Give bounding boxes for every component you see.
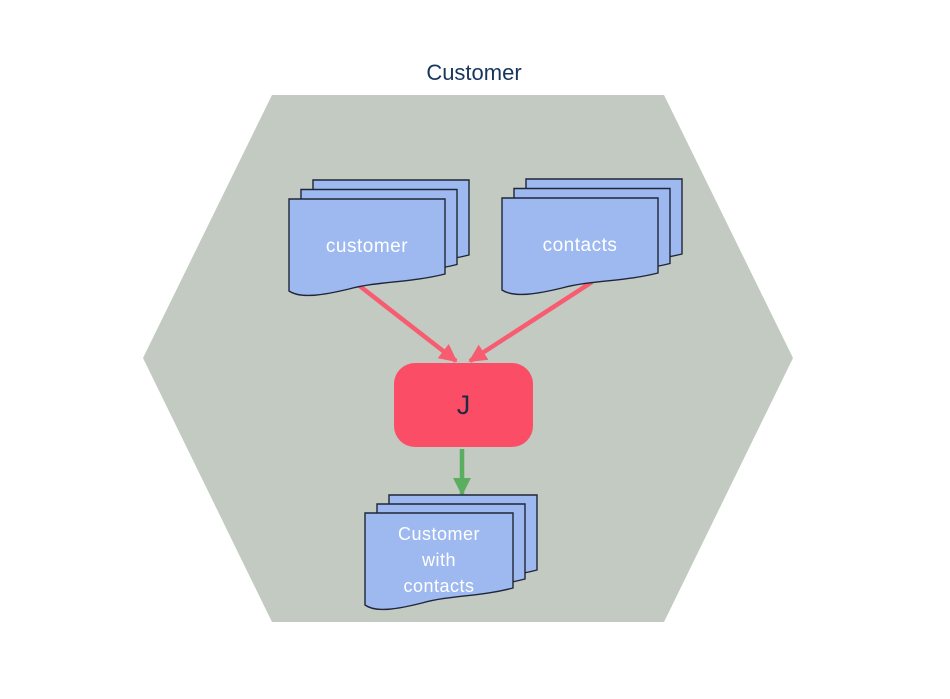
diagram-title: Customer — [426, 60, 521, 85]
edge-customer-to-join — [350, 278, 458, 363]
edge-contacts-to-join — [468, 280, 594, 363]
document-sheet-front — [288, 198, 446, 297]
output-label-line2: with — [421, 550, 456, 570]
document-sheet-front — [501, 197, 659, 296]
node-source-customer[interactable]: customer — [288, 179, 470, 297]
node-output-customer-with-contacts[interactable]: Customer with contacts — [364, 494, 538, 611]
node-join[interactable]: J — [394, 363, 533, 447]
source-customer-label: customer — [326, 236, 408, 257]
output-label-line1: Customer — [398, 524, 480, 544]
document-sheet-front — [364, 512, 514, 611]
join-node-shape — [394, 363, 533, 447]
source-contacts-label: contacts — [543, 235, 618, 256]
output-label-line3: contacts — [403, 576, 474, 596]
join-node-label: J — [457, 390, 471, 420]
node-source-contacts[interactable]: contacts — [501, 178, 683, 296]
